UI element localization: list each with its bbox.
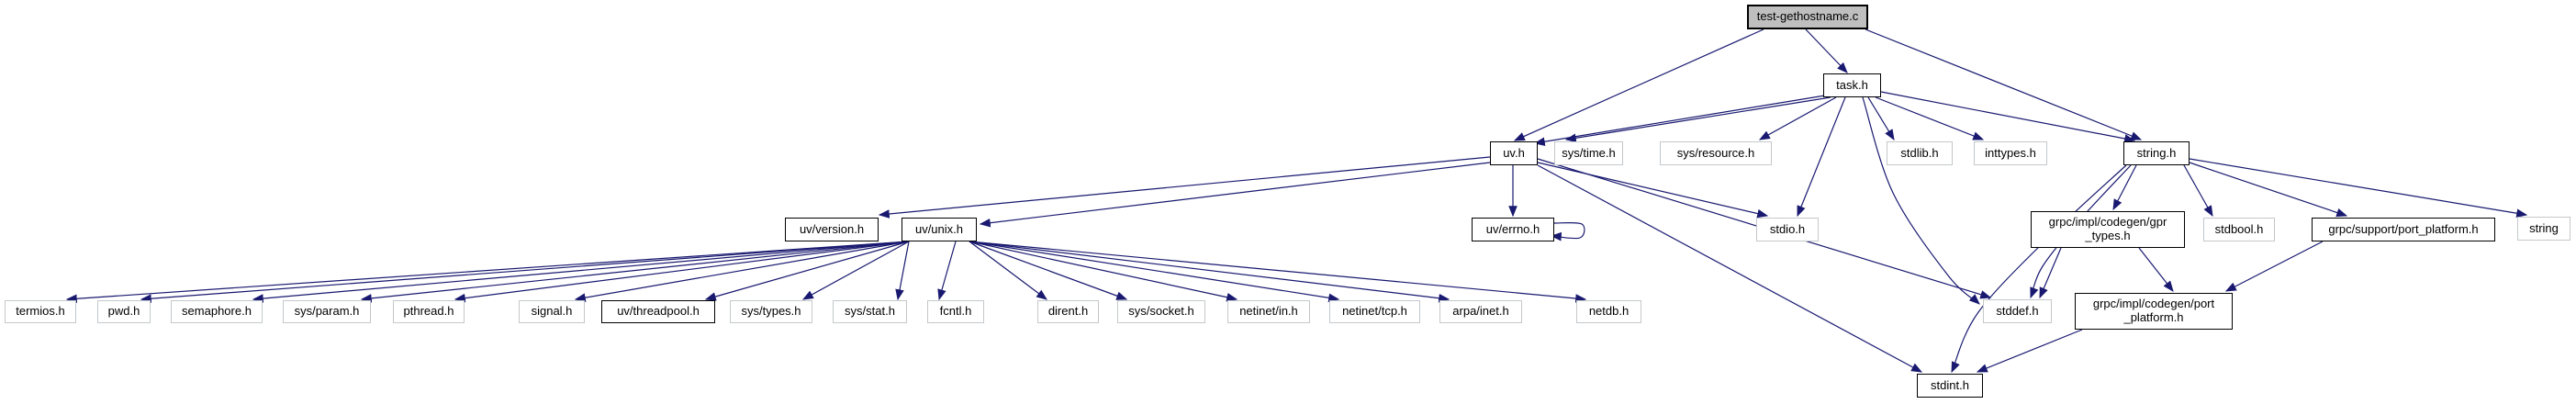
edge-gpr_types-to-stddef [2039, 247, 2062, 299]
edge-uv_unix-to-netinet_in [969, 241, 1238, 302]
graph-node-netinet_in: netinet/in.h [1227, 300, 1310, 323]
graph-node-netinet_tcp: netinet/tcp.h [1329, 300, 1420, 323]
edge-uv_unix-to-arpa_inet [969, 241, 1450, 303]
edge-uv-to-stdio [1537, 162, 1769, 219]
edge-root-to-task [1805, 28, 1848, 73]
graph-node-uv_unix[interactable]: uv/unix.h [902, 218, 977, 241]
graph-node-fcntl: fcntl.h [927, 300, 984, 323]
edge-uv_unix-to-sys_stat [895, 241, 910, 301]
graph-node-string_h[interactable]: string.h [2123, 141, 2190, 165]
edge-root-to-string_h [1865, 28, 2143, 140]
graph-node-semaphore: semaphore.h [171, 300, 263, 323]
edge-string_h-to-stdint [1951, 164, 2127, 374]
graph-node-arpa_inet: arpa/inet.h [1439, 300, 1522, 323]
graph-node-stdio: stdio.h [1756, 218, 1819, 241]
graph-node-root[interactable]: test-gethostname.c [1747, 5, 1868, 29]
edge-task-to-stddef [1862, 96, 1980, 305]
edge-task-to-string_h [1880, 91, 2136, 143]
graph-node-signal: signal.h [519, 300, 585, 323]
edge-task-to-sys_resource [1758, 96, 1837, 140]
edge-string_h-to-gpr_types [2112, 164, 2137, 211]
graph-node-dirent: dirent.h [1037, 300, 1099, 323]
edge-uv_unix-to-fcntl [937, 241, 957, 301]
graph-node-stdbool: stdbool.h [2203, 218, 2275, 241]
edge-codegen_pp-to-stdint [1976, 329, 2083, 373]
graph-node-termios: termios.h [5, 300, 76, 323]
graph-node-task[interactable]: task.h [1823, 73, 1881, 97]
graph-node-stdlib: stdlib.h [1887, 141, 1953, 165]
edge-uv_unix-to-threadpool [704, 241, 910, 301]
edge-task-to-uv [1533, 95, 1826, 146]
edge-task-to-stdio [1797, 96, 1846, 218]
graph-node-uv_errno[interactable]: uv/errno.h [1472, 218, 1554, 241]
edge-string_h-to-stdbool [2183, 164, 2213, 218]
edge-uv_unix-to-sys_types [801, 241, 910, 300]
graph-node-gpr_types[interactable]: grpc/impl/codegen/gpr _types.h [2031, 211, 2185, 248]
edge-uv_unix-to-pwd [140, 241, 910, 303]
edge-gpr_types-to-codegen_pp [2138, 247, 2174, 292]
edge-uv_unix-to-pthread [454, 241, 910, 303]
graph-node-stdint[interactable]: stdint.h [1917, 374, 1983, 398]
edge-uv-to-uv_version [878, 156, 1491, 219]
edge-support_pp-to-codegen_pp [2224, 241, 2324, 292]
edge-task-to-stdlib [1867, 96, 1895, 141]
graph-node-pwd: pwd.h [97, 300, 151, 323]
edge-root-to-uv [1513, 28, 1764, 141]
graph-node-sys_resource: sys/resource.h [1660, 141, 1772, 165]
edge-uv-to-stdint [1537, 164, 1923, 373]
graph-node-support_pp[interactable]: grpc/support/port_platform.h [2312, 218, 2495, 241]
edge-uv_unix-to-netinet_tcp [969, 241, 1340, 303]
edge-task-to-sys_time [1564, 96, 1831, 143]
edge-uv_unix-to-sys_param [360, 241, 910, 303]
edge-string_h-to-support_pp [2189, 162, 2348, 218]
edge-task-to-inttypes [1875, 96, 1985, 140]
graph-node-stddef: stddef.h [1983, 299, 2052, 323]
graph-node-pthread: pthread.h [393, 300, 465, 323]
graph-node-codegen_pp[interactable]: grpc/impl/codegen/port _platform.h [2075, 293, 2233, 330]
graph-node-uv_version[interactable]: uv/version.h [785, 218, 879, 241]
graph-node-sys_socket: sys/socket.h [1117, 300, 1205, 323]
edge-uv_unix-to-semaphore [252, 241, 910, 303]
graph-node-sys_param: sys/param.h [283, 300, 371, 323]
graph-node-netdb: netdb.h [1576, 300, 1641, 323]
edge-uv-to-uv_unix [979, 162, 1491, 228]
edge-string_h-to-string_leaf [2189, 158, 2528, 218]
edge-uv_unix-to-dirent [969, 241, 1047, 300]
graph-node-uv[interactable]: uv.h [1490, 141, 1538, 165]
graph-node-sys_stat: sys/stat.h [833, 300, 907, 323]
edge-uv_unix-to-signal [574, 241, 910, 302]
edge-uv_unix-to-termios [65, 241, 910, 304]
edge-uv_errno-to-uv_errno [1550, 221, 1585, 241]
graph-node-string_leaf: string [2517, 217, 2570, 241]
graph-node-threadpool[interactable]: uv/threadpool.h [601, 300, 715, 323]
edge-uv_unix-to-sys_socket [969, 241, 1128, 300]
edge-uv_unix-to-netdb [969, 241, 1587, 303]
graph-node-inttypes: inttypes.h [1974, 141, 2047, 165]
graph-node-sys_time: sys/time.h [1554, 141, 1623, 165]
graph-node-sys_types: sys/types.h [730, 300, 812, 323]
